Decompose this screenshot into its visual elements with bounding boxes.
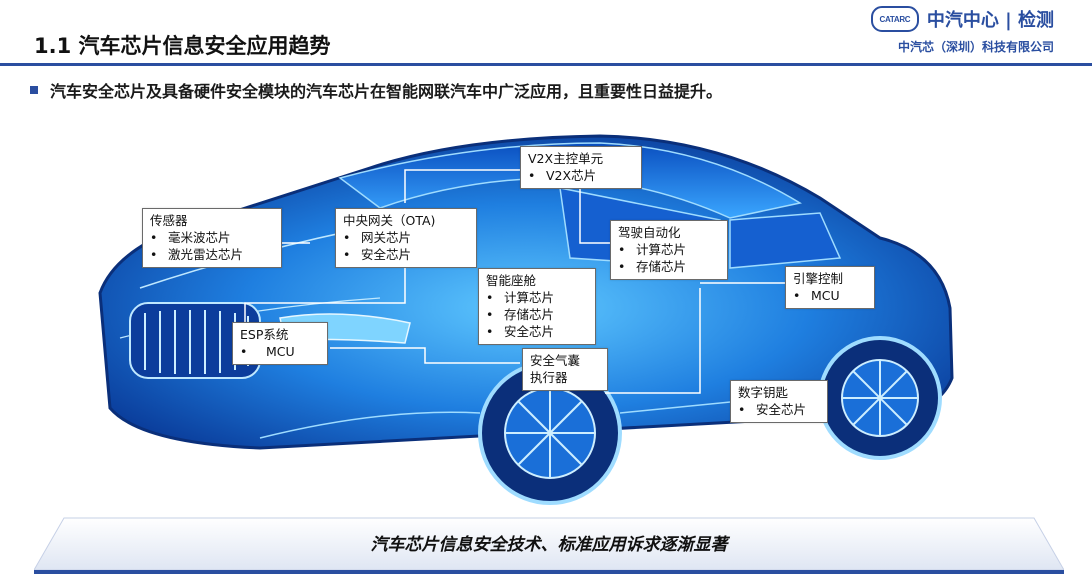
bullet-line: 汽车安全芯片及具备硬件安全模块的汽车芯片在智能网联汽车中广泛应用，且重要性日益提… <box>30 78 722 102</box>
label-title: 传感器 <box>150 213 188 228</box>
list-item-text: 安全芯片 <box>756 402 807 417</box>
list-item-text: 计算芯片 <box>636 242 687 257</box>
list-item: •安全芯片 <box>738 402 807 417</box>
bullet-square-icon <box>30 86 38 94</box>
bottom-banner: 汽车芯片信息安全技术、标准应用诉求逐渐显著 <box>34 514 1064 572</box>
list-item-text: 存储芯片 <box>504 307 555 322</box>
list-item: •计算芯片 <box>486 290 555 305</box>
label-sensor: 传感器 •毫米波芯片 •激光雷达芯片 <box>142 208 282 268</box>
label-title: 中央网关（OTA) <box>343 213 436 228</box>
label-line2: 执行器 <box>530 370 568 385</box>
label-central-gateway: 中央网关（OTA) •网关芯片 •安全芯片 <box>335 208 477 268</box>
list-item-text: 毫米波芯片 <box>168 230 231 245</box>
list-item: •V2X芯片 <box>528 168 597 183</box>
logo-text: 中汽中心 | 检测 <box>926 10 1054 31</box>
label-digital-key: 数字钥匙 •安全芯片 <box>730 380 828 423</box>
logo: CATARC 中汽中心 | 检测 <box>870 6 1054 32</box>
list-item-text: 激光雷达芯片 <box>168 247 244 262</box>
label-engine-control: 引擎控制 •MCU <box>785 266 875 309</box>
label-title: 驾驶自动化 <box>618 225 681 240</box>
label-title: ESP系统 <box>240 327 289 342</box>
bottom-divider <box>34 570 1064 574</box>
page-title: 1.1 汽车芯片信息安全应用趋势 <box>34 34 331 58</box>
list-item-text: 安全芯片 <box>361 247 412 262</box>
list-item-text: V2X芯片 <box>546 168 597 183</box>
list-item-text: 存储芯片 <box>636 259 687 274</box>
label-title: 安全气囊 <box>530 353 581 368</box>
car-illustration: V2X主控单元 •V2X芯片 传感器 •毫米波芯片 •激光雷达芯片 中央网关（O… <box>80 108 980 518</box>
list-item-text: MCU <box>811 288 840 303</box>
list-item-text: 安全芯片 <box>504 324 555 339</box>
list-item: •安全芯片 <box>343 247 412 262</box>
label-airbag-actuator: 安全气囊 执行器 <box>522 348 608 391</box>
list-item: •存储芯片 <box>486 307 555 322</box>
bullet-text: 汽车安全芯片及具备硬件安全模块的汽车芯片在智能网联汽车中广泛应用，且重要性日益提… <box>50 82 723 101</box>
list-item: •毫米波芯片 <box>150 230 231 245</box>
list-item: •存储芯片 <box>618 259 687 274</box>
list-item-text: MCU <box>266 344 295 359</box>
list-item: •网关芯片 <box>343 230 412 245</box>
label-title: 智能座舱 <box>486 273 537 288</box>
label-title: V2X主控单元 <box>528 151 604 166</box>
title-divider <box>0 63 1092 66</box>
list-item: •MCU <box>793 288 840 303</box>
banner-text: 汽车芯片信息安全技术、标准应用诉求逐渐显著 <box>370 535 728 555</box>
banner-shape-icon <box>34 517 1064 571</box>
label-title: 数字钥匙 <box>738 385 789 400</box>
list-item: •激光雷达芯片 <box>150 247 244 262</box>
list-item: •MCU <box>240 344 295 359</box>
label-driving-automation: 驾驶自动化 •计算芯片 •存储芯片 <box>610 220 728 280</box>
list-item: •计算芯片 <box>618 242 687 257</box>
label-esp-system: ESP系统 •MCU <box>232 322 328 365</box>
list-item-text: 计算芯片 <box>504 290 555 305</box>
list-item: •安全芯片 <box>486 324 555 339</box>
label-smart-cockpit: 智能座舱 •计算芯片 •存储芯片 •安全芯片 <box>478 268 596 345</box>
catarc-logo-icon: CATARC <box>870 6 919 32</box>
label-v2x-control-unit: V2X主控单元 •V2X芯片 <box>520 146 642 189</box>
list-item-text: 网关芯片 <box>361 230 412 245</box>
company-name: 中汽芯（深圳）科技有限公司 <box>897 40 1054 54</box>
label-title: 引擎控制 <box>793 271 844 286</box>
